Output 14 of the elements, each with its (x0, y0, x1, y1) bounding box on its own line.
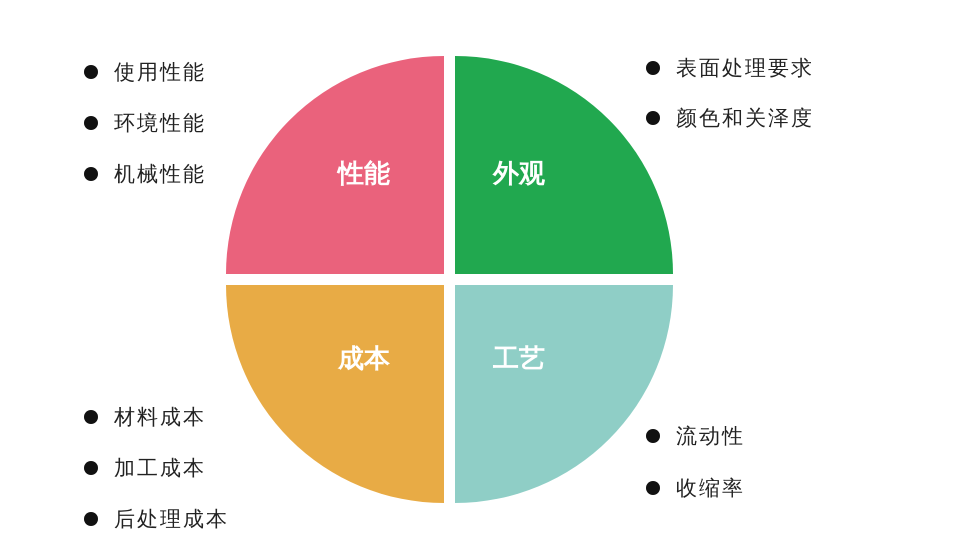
bullet-text: 使用性能 (114, 59, 206, 86)
sector-label: 工艺 (493, 343, 545, 376)
bullet-text: 后处理成本 (114, 506, 229, 533)
bullet-text: 材料成本 (114, 404, 206, 431)
bullet-text: 环境性能 (114, 110, 206, 137)
sector-label: 外观 (493, 158, 545, 191)
bullet-text: 加工成本 (114, 455, 206, 482)
sector-label: 性能 (338, 158, 390, 191)
bullet-text: 机械性能 (114, 161, 206, 188)
bullet-text: 颜色和关泽度 (676, 105, 814, 132)
sector-label: 成本 (338, 343, 390, 376)
bullet-text: 收缩率 (676, 475, 745, 502)
bullet-text: 表面处理要求 (676, 55, 814, 82)
bullet-text: 流动性 (676, 423, 745, 450)
